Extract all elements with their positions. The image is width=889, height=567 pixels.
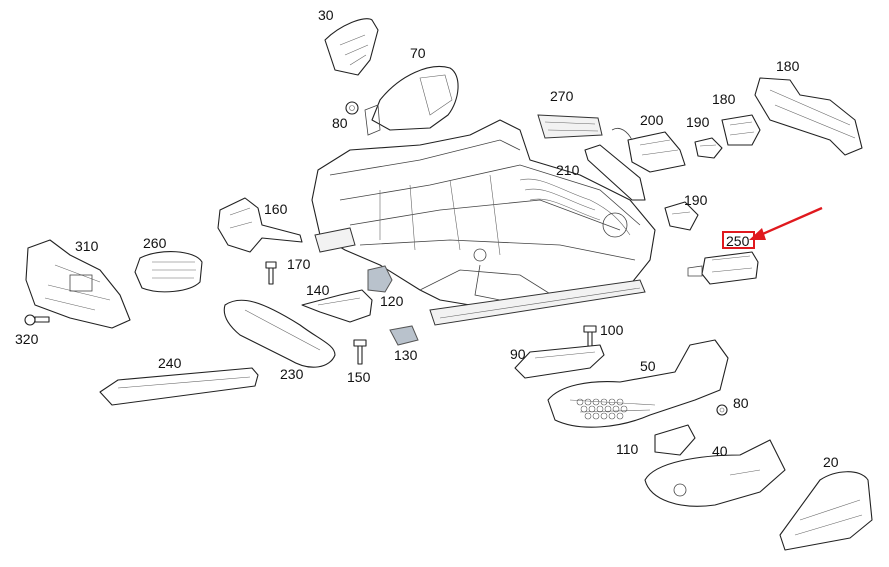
part-130 <box>389 325 419 346</box>
callout-250: 250 <box>726 233 750 249</box>
part-100-bolt <box>583 325 597 347</box>
part-120 <box>367 265 393 293</box>
callout-240: 240 <box>158 355 182 371</box>
mesh-pattern <box>576 398 628 420</box>
part-260 <box>134 251 203 293</box>
part-150-bolt <box>353 339 367 365</box>
callout-150: 150 <box>347 369 371 385</box>
callout-310: 310 <box>75 238 99 254</box>
part-80-nut-top <box>345 101 359 115</box>
part-70 <box>364 66 459 136</box>
callout-90: 90 <box>510 346 526 362</box>
callout-100: 100 <box>600 322 624 338</box>
callout-50: 50 <box>640 358 656 374</box>
callout-40: 40 <box>712 443 728 459</box>
part-20 <box>779 471 873 551</box>
callout-270: 270 <box>550 88 574 104</box>
callout-80: 80 <box>733 395 749 411</box>
highlight-box-250 <box>722 231 755 249</box>
part-190-top <box>694 137 723 159</box>
part-40 <box>644 439 786 507</box>
part-110 <box>654 424 696 456</box>
part-30 <box>324 18 379 76</box>
part-180-rail <box>754 77 863 156</box>
callout-190: 190 <box>686 114 710 130</box>
callout-160: 160 <box>264 201 288 217</box>
part-180-middle <box>721 114 761 146</box>
part-200 <box>611 127 686 173</box>
part-80-nut-lower <box>716 404 728 416</box>
callout-170: 170 <box>287 256 311 272</box>
callout-200: 200 <box>640 112 664 128</box>
part-190-lower <box>664 201 699 231</box>
part-250 <box>687 251 759 285</box>
callout-320: 320 <box>15 331 39 347</box>
callout-180: 180 <box>712 91 736 107</box>
callout-180: 180 <box>776 58 800 74</box>
callout-80: 80 <box>332 115 348 131</box>
callout-190: 190 <box>684 192 708 208</box>
part-320-bolt <box>24 314 50 326</box>
part-50 <box>547 339 729 428</box>
seat-frame <box>311 119 656 326</box>
part-160 <box>217 197 303 253</box>
callout-130: 130 <box>394 347 418 363</box>
part-170-bolt <box>265 261 277 285</box>
callout-120: 120 <box>380 293 404 309</box>
part-240 <box>99 367 259 406</box>
part-140 <box>301 289 373 323</box>
part-230 <box>223 299 336 368</box>
callout-260: 260 <box>143 235 167 251</box>
pointer-arrow <box>749 206 823 240</box>
part-210 <box>584 144 646 201</box>
callout-140: 140 <box>306 282 330 298</box>
callout-230: 230 <box>280 366 304 382</box>
part-90 <box>514 344 605 379</box>
callout-20: 20 <box>823 454 839 470</box>
callout-30: 30 <box>318 7 334 23</box>
callout-70: 70 <box>410 45 426 61</box>
part-270 <box>537 114 603 139</box>
part-310 <box>25 239 131 329</box>
callout-210: 210 <box>556 162 580 178</box>
callout-110: 110 <box>616 441 639 457</box>
